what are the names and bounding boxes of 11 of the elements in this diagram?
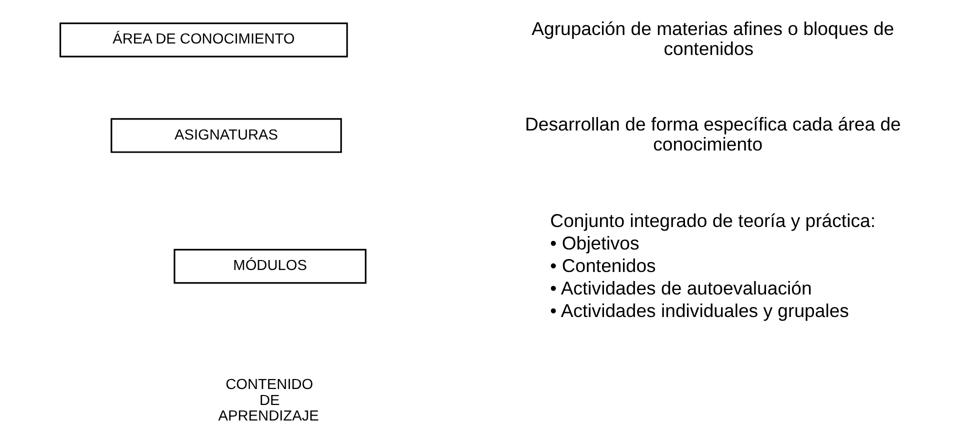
label: • Actividades de autoevaluación: [550, 277, 812, 298]
label: • Objetivos: [550, 232, 640, 254]
node-box: MÓDULOS: [174, 248, 366, 284]
label: Agrupación de materias afines o bloques de contenidos: [532, 18, 894, 59]
label: Desarrollan de forma específica cada área de conocimiento: [524, 113, 901, 154]
label: Conjunto integrado de teoría y práctica:: [550, 210, 876, 231]
node-box: ÁREA DE CONOCIMIENTO: [60, 22, 348, 58]
label: • Contenidos: [550, 254, 656, 276]
label: • Actividades individuales y grupales: [550, 300, 849, 322]
label: CONTENIDO DE APRENDIZAJE: [218, 376, 319, 425]
node-box: ASIGNATURAS: [110, 118, 342, 153]
